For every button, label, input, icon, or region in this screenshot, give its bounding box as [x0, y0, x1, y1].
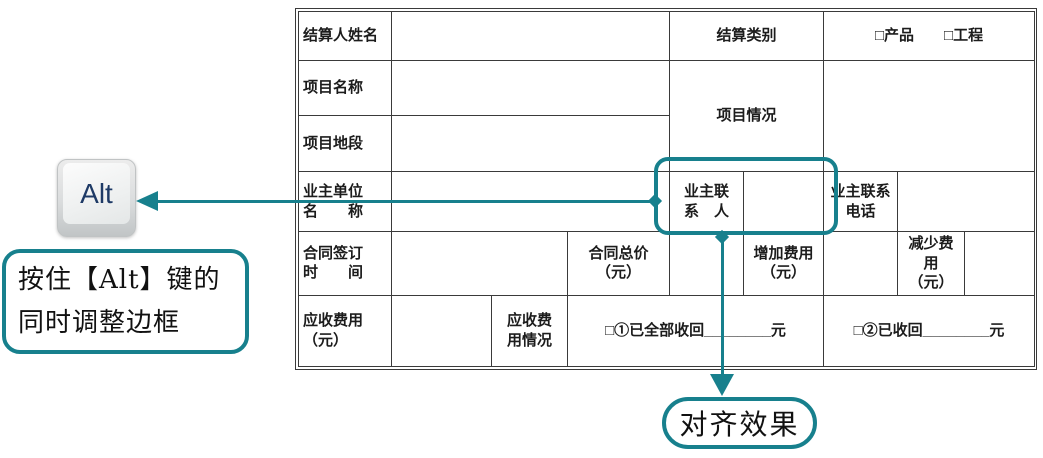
alt-key-label: Alt	[80, 177, 113, 209]
owner-phone-line2: 电话	[845, 202, 876, 220]
added-fee-line2: （元）	[761, 264, 807, 282]
owner-unit-line1: 业主单位	[303, 183, 364, 200]
contract-total-line1: 合同总价	[588, 244, 649, 262]
left-arrowhead-icon	[136, 191, 158, 211]
down-arrowhead-icon	[710, 374, 734, 396]
cell-settler-name-label: 结算人姓名	[298, 11, 392, 61]
receivable-status-line2: 用情况	[506, 331, 552, 349]
owner-contact-line2: 系 人	[683, 202, 729, 220]
cell-recovered-all-option[interactable]: □①已全部收回________元	[566, 294, 825, 367]
reduced-fee-line2: 用	[923, 254, 939, 272]
cell-contract-date-input[interactable]	[391, 231, 568, 296]
highlight-border-rect	[654, 157, 838, 235]
arrow-line-to-effect	[721, 235, 724, 375]
owner-contact-line1: 业主联	[683, 183, 729, 200]
cell-contract-date-label: 合同签订 时 间	[298, 231, 392, 296]
cell-reduced-fee-label: 减少费 用 （元）	[897, 231, 966, 296]
receivable-fee-line2: （元）	[303, 331, 349, 349]
cell-recovered-part-option[interactable]: □②已收回________元	[823, 294, 1036, 367]
cell-contract-total-input[interactable]	[669, 231, 744, 296]
align-effect-label: 对齐效果	[679, 408, 800, 441]
cell-project-name-input[interactable]	[391, 60, 670, 116]
cell-project-name-label: 项目名称	[298, 60, 392, 116]
reduced-fee-line3: （元）	[908, 274, 954, 291]
contract-date-line2: 时 间	[303, 264, 364, 282]
align-effect-label-box: 对齐效果	[662, 397, 817, 449]
settlement-form-table: 结算人姓名 结算类别 □产品 □工程 项目名称 项目情况 项目地段 业主单位 名…	[298, 11, 1036, 367]
settlement-form-table-wrapper: 结算人姓名 结算类别 □产品 □工程 项目名称 项目情况 项目地段 业主单位 名…	[295, 8, 1037, 370]
added-fee-line1: 增加费用	[753, 244, 814, 262]
receivable-status-line1: 应收费	[506, 312, 552, 330]
cell-project-info-input[interactable]	[823, 60, 1036, 172]
receivable-fee-line1: 应收费用	[303, 312, 364, 330]
cell-receivable-status-label: 应收费 用情况	[491, 294, 568, 367]
cell-project-location-label: 项目地段	[298, 115, 392, 172]
reduced-fee-line1: 减少费	[908, 235, 954, 252]
cell-settle-type-options[interactable]: □产品 □工程	[823, 11, 1036, 61]
arrow-line-to-alt-key	[156, 200, 656, 203]
contract-date-line1: 合同签订	[303, 244, 364, 262]
cell-owner-phone-input[interactable]	[897, 171, 1036, 232]
alt-keycap-face: Alt	[63, 163, 130, 224]
owner-phone-line1: 业主联系	[830, 183, 891, 200]
cell-added-fee-label: 增加费用 （元）	[742, 231, 825, 296]
cell-project-location-input[interactable]	[391, 115, 670, 172]
callout-line-1: 按住【Alt】键的	[18, 264, 221, 295]
cell-owner-contact-input[interactable]	[742, 171, 825, 232]
cell-added-fee-input[interactable]	[823, 231, 899, 296]
cell-settle-type-label: 结算类别	[668, 11, 825, 61]
contract-total-line2: （元）	[595, 264, 641, 282]
alt-keycap: Alt	[57, 159, 136, 237]
cell-settler-name-input[interactable]	[391, 11, 670, 61]
cell-receivable-fee-input[interactable]	[391, 294, 492, 367]
callout-line-2: 同时调整边框	[18, 307, 181, 338]
cell-contract-total-label: 合同总价 （元）	[567, 231, 670, 296]
cell-project-info-label: 项目情况	[668, 60, 825, 172]
cell-receivable-fee-label: 应收费用 （元）	[298, 294, 392, 367]
owner-unit-line2: 名 称	[303, 202, 364, 220]
alt-instruction-callout: 按住【Alt】键的 同时调整边框	[2, 249, 249, 354]
cell-reduced-fee-input[interactable]	[964, 231, 1036, 296]
